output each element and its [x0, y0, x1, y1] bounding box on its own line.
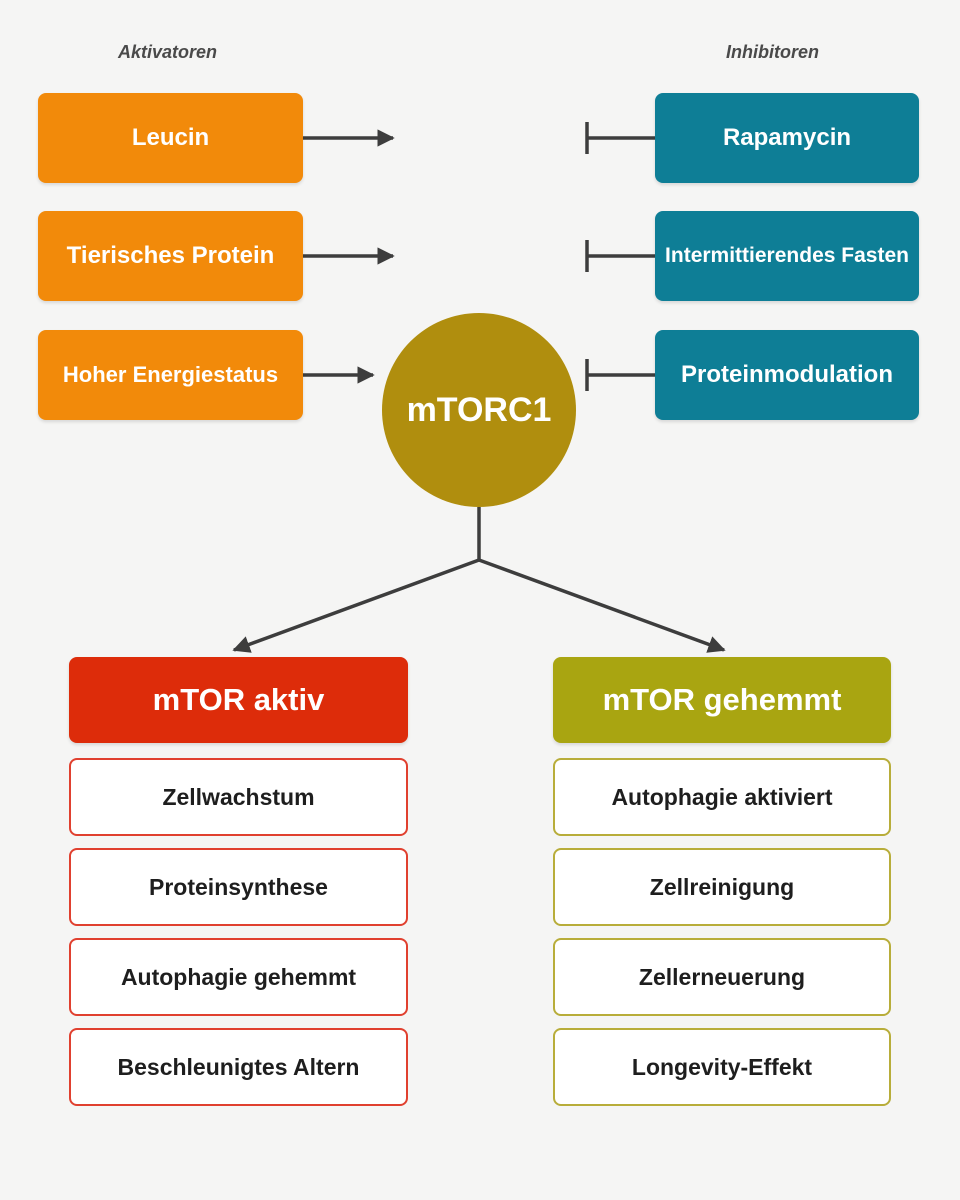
active-item-autophagy-inhibited: Autophagie gehemmt: [69, 938, 408, 1016]
activator-animal-protein: Tierisches Protein: [38, 211, 303, 301]
inhibited-item-autophagy-activated: Autophagie aktiviert: [553, 758, 891, 836]
inhibitor-line-fasting: [585, 240, 655, 272]
activator-energy-status: Hoher Energiestatus: [38, 330, 303, 420]
mtorc1-node: mTORC1: [382, 313, 576, 507]
mtor-inhibited-header: mTOR gehemmt: [553, 657, 891, 743]
active-item-accelerated-aging: Beschleunigtes Altern: [69, 1028, 408, 1106]
inhibitor-line-rapamycin: [585, 122, 655, 154]
inhibited-item-longevity-effect: Longevity-Effekt: [553, 1028, 891, 1106]
active-item-cell-growth: Zellwachstum: [69, 758, 408, 836]
inhibited-item-cell-renewal: Zellerneuerung: [553, 938, 891, 1016]
inhibitors-heading: Inhibitoren: [726, 42, 819, 62]
active-item-protein-synthesis: Proteinsynthese: [69, 848, 408, 926]
inhibitor-rapamycin: Rapamycin: [655, 93, 919, 183]
mtor-active-header: mTOR aktiv: [69, 657, 408, 743]
branch-arrow-inhibited: [478, 558, 726, 653]
activators-heading: Aktivatoren: [118, 42, 218, 62]
branch-arrow-active: [232, 558, 480, 653]
activator-leucin: Leucin: [38, 93, 303, 183]
inhibitor-line-modulation: [585, 359, 655, 391]
inhibitor-intermittent-fasting: Intermittierendes Fasten: [655, 211, 919, 301]
inhibited-item-cell-cleaning: Zellreinigung: [553, 848, 891, 926]
inhibitor-protein-modulation: Proteinmodulation: [655, 330, 919, 420]
